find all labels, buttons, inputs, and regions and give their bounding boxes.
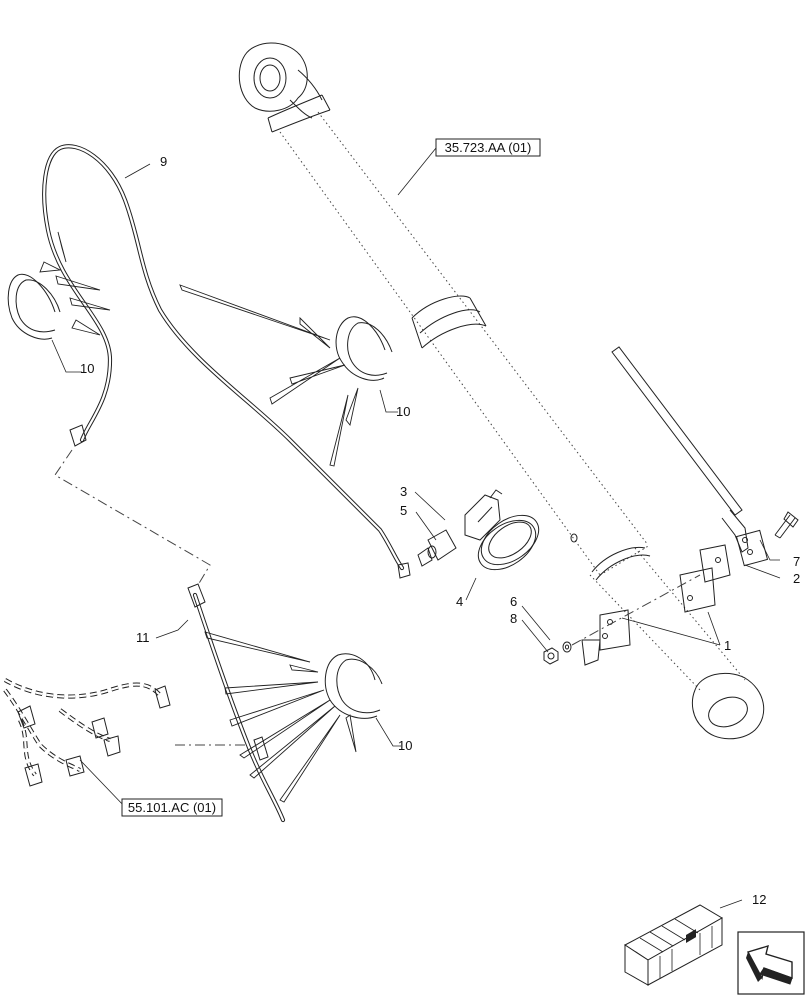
cylinder-reference-text: 35.723.AA (01) [445,140,532,155]
part-label-10-bottom: 10 [398,738,412,753]
hydraulic-cylinder [238,42,765,740]
part-label-11: 11 [136,630,150,645]
clip-10-bottom [204,631,383,803]
part-label-12: 12 [752,892,766,907]
part-label-4: 4 [456,594,463,609]
part-label-6: 6 [510,594,517,609]
part-label-2: 2 [793,571,800,586]
gasket-4 [477,514,540,571]
part-label-1: 1 [724,638,731,653]
bolt-7 [774,511,799,539]
part-labels: 9 10 10 10 3 5 4 6 8 7 2 1 11 12 [80,154,800,907]
part-label-10-left: 10 [80,361,94,376]
sensor-5 [417,529,457,567]
part-label-8: 8 [510,611,517,626]
part-label-7: 7 [793,554,800,569]
main-harness [3,678,171,787]
harness-reference[interactable]: 55.101.AC (01) [79,759,223,817]
cylinder-reference[interactable]: 35.723.AA (01) [397,138,541,196]
harness-reference-text: 55.101.AC (01) [128,800,216,815]
arrow-icon[interactable] [737,931,805,995]
clip-10-right [179,284,393,467]
washer-6 [562,641,572,653]
nut-8 [543,647,559,665]
part-label-10-right: 10 [396,404,410,419]
clip-10-left [7,231,111,340]
crate-icon [624,904,723,986]
sensor-body-3 [464,489,503,541]
part-label-9: 9 [160,154,167,169]
sensor-rod [611,346,769,567]
part-label-5: 5 [400,503,407,518]
leader-lines [51,163,781,909]
bracket-1 [581,544,731,666]
wire-harness-11 [187,583,286,823]
part-label-3: 3 [400,484,407,499]
wire-harness-9 [42,144,411,579]
